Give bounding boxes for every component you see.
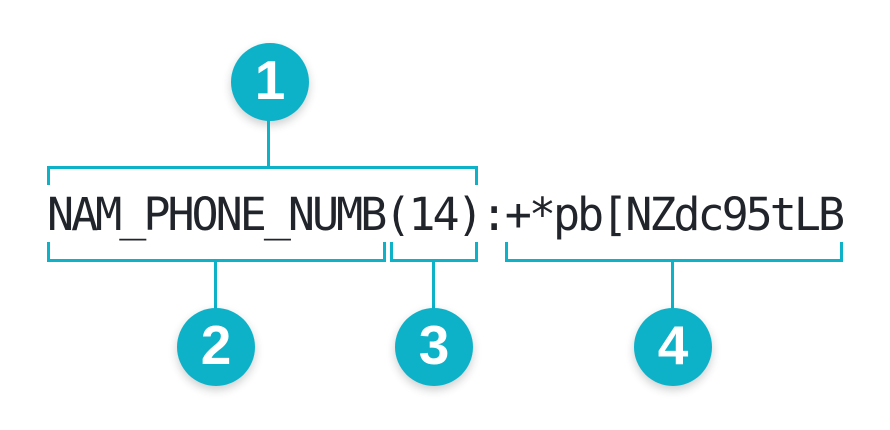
callout-circle-3: 3 [395, 308, 473, 386]
callout-number-4: 4 [657, 314, 689, 376]
callout-number-3: 3 [418, 314, 450, 376]
bracket-token-name-and-length [47, 166, 478, 185]
callout-number-1: 1 [254, 49, 286, 111]
callout-stem-2 [214, 262, 217, 309]
bracket-token-value [505, 242, 843, 262]
callout-circle-1: 1 [231, 43, 309, 121]
callout-stem-3 [432, 262, 435, 309]
callout-circle-4: 4 [634, 308, 712, 386]
callout-stem-4 [671, 262, 674, 309]
callout-circle-2: 2 [177, 308, 255, 386]
token-text: NAM_PHONE_NUMB(14):+*pb[NZdc95tLB [47, 188, 845, 241]
callout-stem-1 [267, 119, 270, 166]
bracket-length [390, 242, 478, 262]
bracket-token-name [47, 242, 386, 262]
callout-number-2: 2 [200, 314, 232, 376]
